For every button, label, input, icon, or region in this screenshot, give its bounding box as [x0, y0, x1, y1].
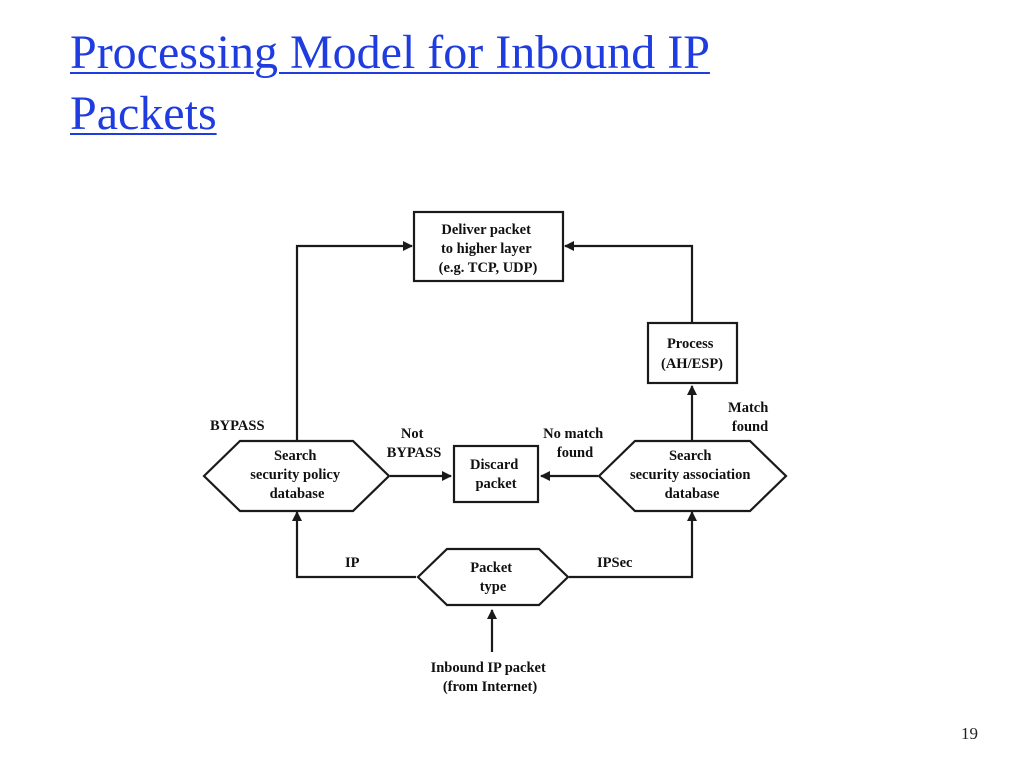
spd-search-label: Search security policy database [250, 448, 343, 502]
deliver-packet-box [412, 210, 565, 283]
no-match-line: found [557, 445, 593, 461]
deliver-line: (e.g. TCP, UDP) [439, 260, 538, 276]
slide-title: Processing Model for Inbound IP Packets [70, 22, 950, 144]
slide-title-line-1: Processing Model for Inbound IP [70, 26, 710, 79]
match-found-label: Match found [728, 400, 772, 435]
spd-search-hexagon [202, 439, 391, 513]
discard-packet-label: Discard packet [470, 457, 522, 492]
sad-line: database [665, 486, 720, 502]
process-line: Process [667, 336, 714, 352]
discard-line: packet [475, 476, 516, 492]
no-match-label: No match found [543, 426, 607, 461]
deliver-line: to higher layer [441, 241, 532, 257]
no-match-line: No match [543, 426, 603, 442]
discard-packet-box [452, 444, 540, 504]
inbound-line: (from Internet) [443, 679, 538, 695]
match-line: found [732, 419, 768, 435]
deliver-line: Deliver packet [441, 222, 531, 238]
match-line: Match [728, 400, 768, 416]
discard-line: Discard [470, 457, 518, 473]
ip-to-spd-arrow [292, 511, 416, 579]
process-to-deliver-arrow [564, 241, 694, 322]
process-line: (AH/ESP) [661, 356, 723, 372]
spd-line: Search [274, 448, 316, 464]
sad-line: security association [630, 467, 750, 483]
ip-label: IP [345, 555, 360, 571]
packet-type-line: type [480, 579, 507, 595]
sad-search-label: Search security association database [630, 448, 754, 502]
ipsec-label: IPSec [597, 555, 633, 571]
process-label: Process (AH/ESP) [661, 336, 723, 372]
sad-search-hexagon [597, 439, 788, 513]
process-box [646, 321, 739, 385]
not-bypass-label: Not BYPASS [387, 426, 442, 461]
ipsec-to-sad-arrow [569, 511, 697, 579]
bypass-arrow [295, 241, 413, 441]
sad-line: Search [669, 448, 711, 464]
deliver-packet-label: Deliver packet to higher layer (e.g. TCP… [439, 222, 538, 276]
packet-type-line: Packet [470, 560, 512, 576]
inbound-packet-label: Inbound IP packet (from Internet) [431, 660, 550, 695]
bypass-label: BYPASS [210, 418, 265, 434]
spd-line: security policy [250, 467, 341, 483]
not-bypass-line: BYPASS [387, 445, 442, 461]
spd-line: database [270, 486, 325, 502]
inbound-line: Inbound IP packet [431, 660, 546, 676]
packet-type-label: Packet type [470, 560, 516, 595]
packet-type-hexagon [416, 547, 570, 607]
not-bypass-line: Not [401, 426, 424, 442]
page-number: 19 [961, 724, 978, 743]
slide-title-line-2: Packets [70, 87, 217, 140]
